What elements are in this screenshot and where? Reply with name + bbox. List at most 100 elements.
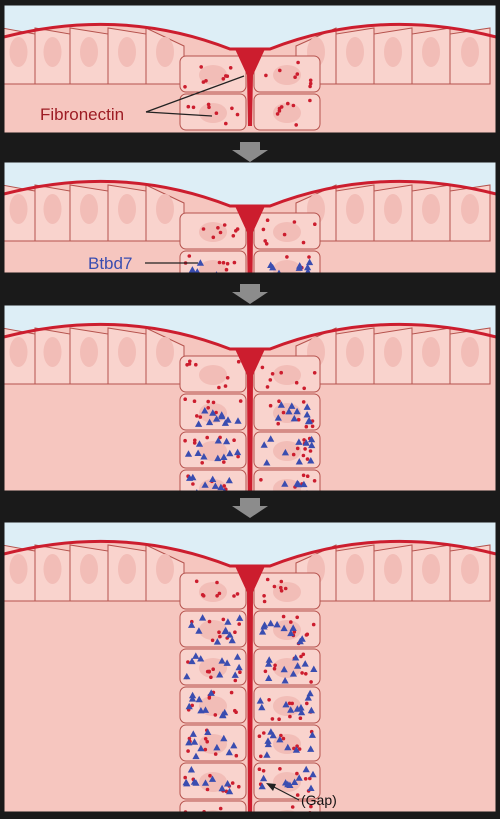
btbd7-triangle [267, 728, 275, 735]
nucleus [199, 772, 227, 792]
fibronectin-dot [225, 261, 230, 266]
nucleus [9, 194, 28, 224]
btbd7-triangle [223, 659, 231, 666]
btbd7-triangle [293, 407, 301, 415]
fibronectin-dot [232, 438, 236, 443]
btbd7-triangle [307, 745, 315, 752]
fibronectin-dot [279, 585, 283, 590]
nucleus [80, 37, 98, 67]
nucleus [9, 337, 28, 367]
btbd7-triangle [221, 419, 229, 426]
fibronectin-dot [300, 671, 304, 675]
fibronectin-dot [224, 267, 229, 272]
fibronectin-dot [233, 630, 237, 634]
nucleus [273, 222, 301, 242]
fibronectin-dot [292, 630, 297, 634]
fibronectin-dot [193, 438, 197, 443]
fibronectin-dot [277, 399, 281, 404]
btbd7-triangle [214, 454, 222, 462]
fibronectin-dot [257, 767, 262, 771]
fibronectin-dot [187, 254, 192, 258]
fibronectin-leader [145, 75, 245, 113]
nucleus [43, 337, 62, 367]
fibronectin-dot [260, 365, 265, 370]
btbd7-triangle [224, 780, 232, 787]
fibronectin-dot [305, 457, 310, 461]
btbd7-triangle [303, 411, 311, 418]
fibronectin-dot [279, 105, 284, 109]
btbd7-triangle [234, 417, 242, 424]
btbd7-triangle [281, 448, 289, 456]
fibronectin-dot [217, 260, 222, 265]
btbd7-triangle [282, 700, 290, 708]
fibronectin-dot [208, 773, 212, 778]
fibronectin-dot [309, 804, 313, 809]
btbd7-triangle [287, 629, 295, 637]
fibronectin-dot [223, 384, 228, 388]
btbd7-triangle [197, 744, 205, 752]
fibronectin-dot [301, 652, 306, 657]
fibronectin-dot [205, 435, 209, 440]
fibronectin-dot [183, 775, 187, 780]
btbd7-triangle [197, 655, 205, 662]
btbd7-triangle [264, 737, 272, 744]
btbd7-triangle [309, 770, 317, 778]
fibronectin-dot [218, 230, 223, 235]
fibronectin-dot [282, 232, 287, 237]
nucleus [384, 194, 402, 224]
btbd7-triangle [201, 779, 210, 786]
btbd7-triangle [304, 267, 312, 274]
fibronectin-dot [257, 734, 262, 738]
btbd7-triangle [303, 403, 311, 410]
btbd7-triangle [308, 441, 316, 449]
fibronectin-dot [263, 669, 268, 674]
fibronectin-dot [211, 667, 215, 671]
fibronectin-dot [283, 586, 288, 591]
fibronectin-dot [187, 736, 192, 741]
nucleus [199, 222, 227, 242]
nucleus [156, 37, 174, 67]
btbd7-triangle [288, 402, 296, 409]
btbd7-triangle [291, 778, 299, 785]
fibronectin-dot [194, 362, 198, 367]
fibronectin-dot [211, 235, 216, 240]
btbd7-triangle [188, 657, 196, 665]
btbd7-triangle [183, 672, 191, 680]
nucleus [422, 37, 440, 67]
btbd7-triangle [209, 409, 217, 416]
btbd7-triangle [218, 657, 226, 664]
btbd7-triangle [304, 263, 312, 271]
nucleus [156, 194, 174, 224]
nucleus [273, 260, 301, 274]
fibronectin-dot [222, 223, 227, 227]
btbd7-triangle [284, 743, 292, 751]
fibronectin-dot [231, 234, 236, 238]
fibronectin-dot [287, 701, 292, 706]
fibronectin-dot [207, 619, 212, 624]
fibronectin-dot [305, 632, 310, 637]
fibronectin-dot [201, 227, 206, 231]
btbd7-triangle [201, 407, 209, 414]
fibronectin-dot [188, 359, 192, 364]
fibronectin-dot [206, 406, 210, 410]
fibronectin-dot [295, 72, 300, 76]
fibronectin-dot [206, 399, 210, 404]
gap-label: (Gap) [301, 792, 337, 808]
btbd7-triangle [213, 638, 221, 645]
fibronectin-dot [296, 417, 301, 422]
fibronectin-dot [311, 622, 316, 627]
btbd7-triangle [259, 628, 267, 635]
btbd7-triangle [308, 435, 316, 443]
fibronectin-dot [187, 362, 192, 366]
fibronectin-dot [190, 703, 194, 708]
fibronectin-dot [295, 615, 300, 620]
btbd7-label: Btbd7 [88, 254, 133, 273]
fibronectin-dot [222, 484, 226, 488]
fibronectin-dot [293, 75, 297, 79]
fibronectin-dot [291, 452, 296, 457]
fibronectin-dot [228, 66, 233, 70]
btbd7-triangle [192, 779, 200, 786]
nucleus [384, 554, 402, 584]
fibronectin-dot [235, 592, 240, 596]
fibronectin-dot [310, 424, 315, 429]
